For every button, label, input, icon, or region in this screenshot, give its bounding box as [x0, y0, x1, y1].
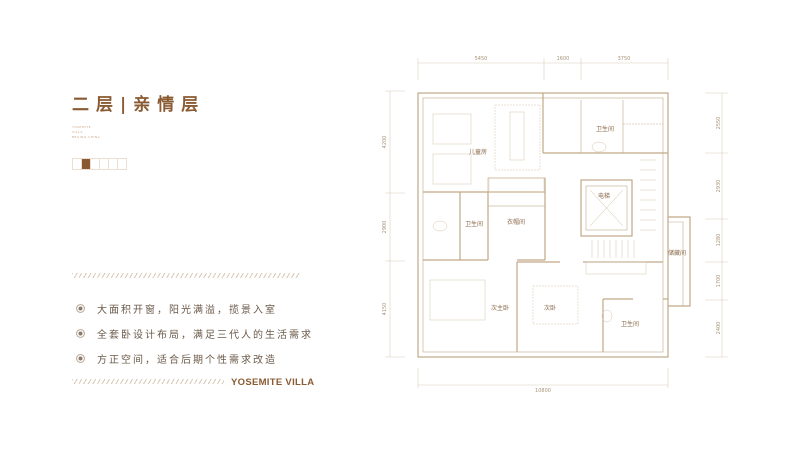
walls [417, 92, 691, 358]
room-label: 儿童房 [469, 148, 487, 156]
feature-text: 方正空间，适合后期个性需求改造 [97, 355, 277, 366]
furniture [429, 104, 656, 325]
dim-top: 1600 [557, 56, 570, 62]
room-label: 卫生间 [596, 125, 614, 133]
room-label: 卫生间 [621, 320, 639, 328]
floor-selector [72, 158, 127, 170]
divider [72, 273, 300, 278]
room-label: 电梯 [598, 192, 610, 200]
feature-list: 大面积开窗，阳光满溢，揽景入室 全套卧设计布局，满足三代人的生活需求 方正空间，… [76, 296, 313, 371]
feature-text: 全套卧设计布局，满足三代人的生活需求 [97, 330, 313, 341]
bullet-icon [76, 329, 85, 338]
dim-top: 5450 [475, 56, 488, 62]
brand-name: YOSEMITE VILLA [231, 377, 315, 388]
dim-right: 1700 [716, 275, 722, 288]
dim-right: 2930 [716, 180, 722, 193]
dim-right: 2400 [716, 322, 722, 335]
bullet-icon [76, 304, 85, 313]
legend-line: BEIJING CHINA [72, 135, 101, 139]
bullet-icon [76, 354, 85, 363]
divider [72, 379, 224, 384]
dim-top: 3750 [618, 56, 631, 62]
room-label: 衣帽间 [507, 218, 525, 226]
dim-right: 1280 [716, 234, 722, 247]
page-title: 二层|亲情层 [72, 95, 206, 115]
legend-line: VILLA [72, 130, 83, 134]
dim-bottom: 10800 [535, 388, 551, 394]
stairs [591, 159, 656, 258]
dim-left: 2900 [382, 221, 388, 234]
dim-left: 4200 [382, 136, 388, 149]
feature-item: 方正空间，适合后期个性需求改造 [76, 346, 313, 371]
legend-line: YOSEMITE [72, 125, 92, 129]
room-label: 储藏间 [668, 249, 686, 257]
feature-item: 全套卧设计布局，满足三代人的生活需求 [76, 321, 313, 346]
feature-item: 大面积开窗，阳光满溢，揽景入室 [76, 296, 313, 321]
floor-swatch[interactable] [117, 158, 127, 170]
room-label: 卫生间 [465, 220, 483, 228]
dim-left: 4150 [382, 303, 388, 316]
room-label: 次主卧 [491, 304, 509, 312]
feature-text: 大面积开窗，阳光满溢，揽景入室 [97, 305, 277, 316]
room-label: 次卧 [544, 304, 556, 312]
dimension-lines [385, 58, 728, 388]
dim-right: 2550 [716, 117, 722, 130]
